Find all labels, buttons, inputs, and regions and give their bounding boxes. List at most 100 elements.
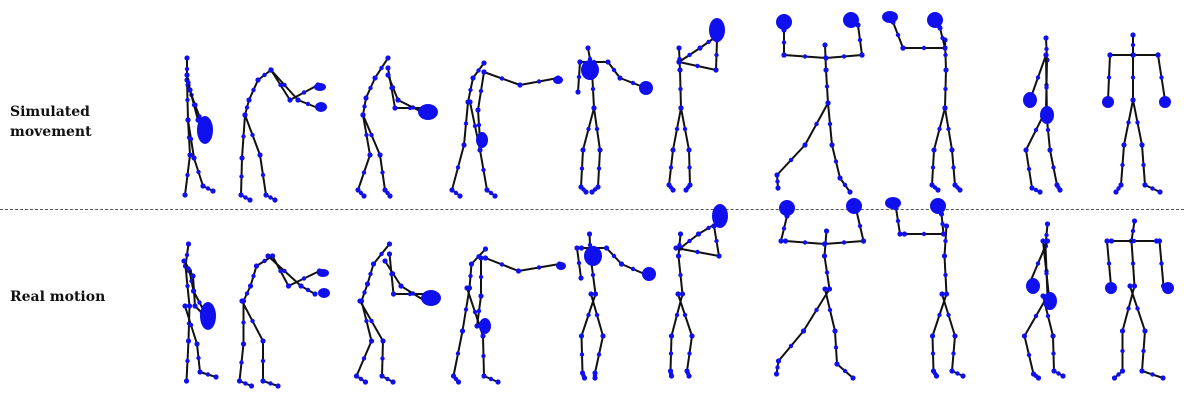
joint xyxy=(1141,163,1145,167)
joint xyxy=(1056,185,1060,189)
joint xyxy=(537,79,541,83)
joint xyxy=(676,45,681,50)
joint xyxy=(306,102,310,106)
joint xyxy=(247,197,252,202)
joint xyxy=(1120,328,1125,333)
joint xyxy=(196,356,200,360)
bone xyxy=(903,28,945,48)
joint xyxy=(239,155,244,160)
hand-joint-cluster xyxy=(556,262,566,270)
joint xyxy=(1044,271,1048,275)
joint xyxy=(940,36,944,40)
joint xyxy=(814,122,818,126)
joint xyxy=(210,188,215,193)
hand-joint-cluster xyxy=(642,267,656,281)
joint xyxy=(245,105,249,109)
joint xyxy=(619,261,624,266)
joint xyxy=(184,55,189,60)
joint xyxy=(676,253,681,258)
joint xyxy=(595,127,599,131)
hand-joint-cluster xyxy=(709,18,725,42)
joint xyxy=(1132,53,1136,57)
joint xyxy=(391,291,396,296)
bone xyxy=(242,301,278,386)
joint xyxy=(517,82,522,87)
joint xyxy=(250,133,254,137)
joint xyxy=(385,72,390,77)
joint xyxy=(686,147,691,152)
joint xyxy=(372,75,377,80)
joint xyxy=(489,377,493,381)
joint xyxy=(456,351,460,355)
joint xyxy=(943,67,948,72)
joint xyxy=(454,191,458,195)
joint xyxy=(597,352,601,356)
joint xyxy=(1107,75,1111,79)
joint xyxy=(483,246,488,251)
joint xyxy=(832,328,837,333)
skeleton-real-8 xyxy=(885,197,966,379)
joint xyxy=(669,371,673,375)
joint xyxy=(454,377,458,381)
joint xyxy=(669,351,673,355)
hand-joint-cluster xyxy=(553,76,563,84)
joint xyxy=(197,369,202,374)
bone xyxy=(784,55,862,58)
joint xyxy=(411,291,415,295)
bone xyxy=(486,258,560,271)
joint xyxy=(1120,368,1125,373)
joint xyxy=(255,77,260,82)
bone xyxy=(777,231,830,374)
joint xyxy=(1046,314,1050,318)
hand-joint-cluster xyxy=(846,198,862,214)
joint xyxy=(579,333,584,338)
joint xyxy=(900,45,905,50)
joint xyxy=(942,105,947,110)
joint xyxy=(263,192,268,197)
joint xyxy=(468,88,472,92)
joint xyxy=(789,158,793,162)
joint xyxy=(467,99,472,104)
joint xyxy=(464,285,469,290)
joint xyxy=(302,276,306,280)
joint xyxy=(683,313,687,317)
joint xyxy=(392,105,397,110)
bone xyxy=(1115,221,1135,378)
joint xyxy=(933,371,937,375)
joint xyxy=(859,52,864,57)
joint xyxy=(476,68,480,72)
joint xyxy=(580,352,584,356)
joint xyxy=(295,97,300,102)
joint xyxy=(197,300,201,304)
joint xyxy=(477,147,482,152)
joint xyxy=(1127,283,1132,288)
joint xyxy=(675,127,679,131)
joint xyxy=(371,261,376,266)
skeleton-real-4 xyxy=(451,246,566,384)
joint xyxy=(369,338,374,343)
joint xyxy=(184,378,189,383)
joint xyxy=(695,64,699,68)
hand-joint-cluster xyxy=(318,288,330,298)
joint xyxy=(617,75,622,80)
hand-joint-cluster xyxy=(197,116,213,144)
joint xyxy=(243,381,247,385)
joint xyxy=(268,381,272,385)
joint xyxy=(363,379,368,384)
skeleton-real-1 xyxy=(181,241,218,383)
joint xyxy=(706,226,710,230)
joint xyxy=(254,263,259,268)
joint xyxy=(190,273,195,278)
joint xyxy=(469,261,474,266)
joint xyxy=(577,59,582,64)
joint xyxy=(398,283,403,288)
joint xyxy=(1040,238,1045,243)
joint xyxy=(390,379,395,384)
joint xyxy=(580,166,584,170)
joint xyxy=(260,338,265,343)
joint xyxy=(902,231,907,236)
joint xyxy=(896,219,900,223)
joint xyxy=(943,273,947,277)
joint xyxy=(695,250,699,254)
joint xyxy=(828,122,832,126)
